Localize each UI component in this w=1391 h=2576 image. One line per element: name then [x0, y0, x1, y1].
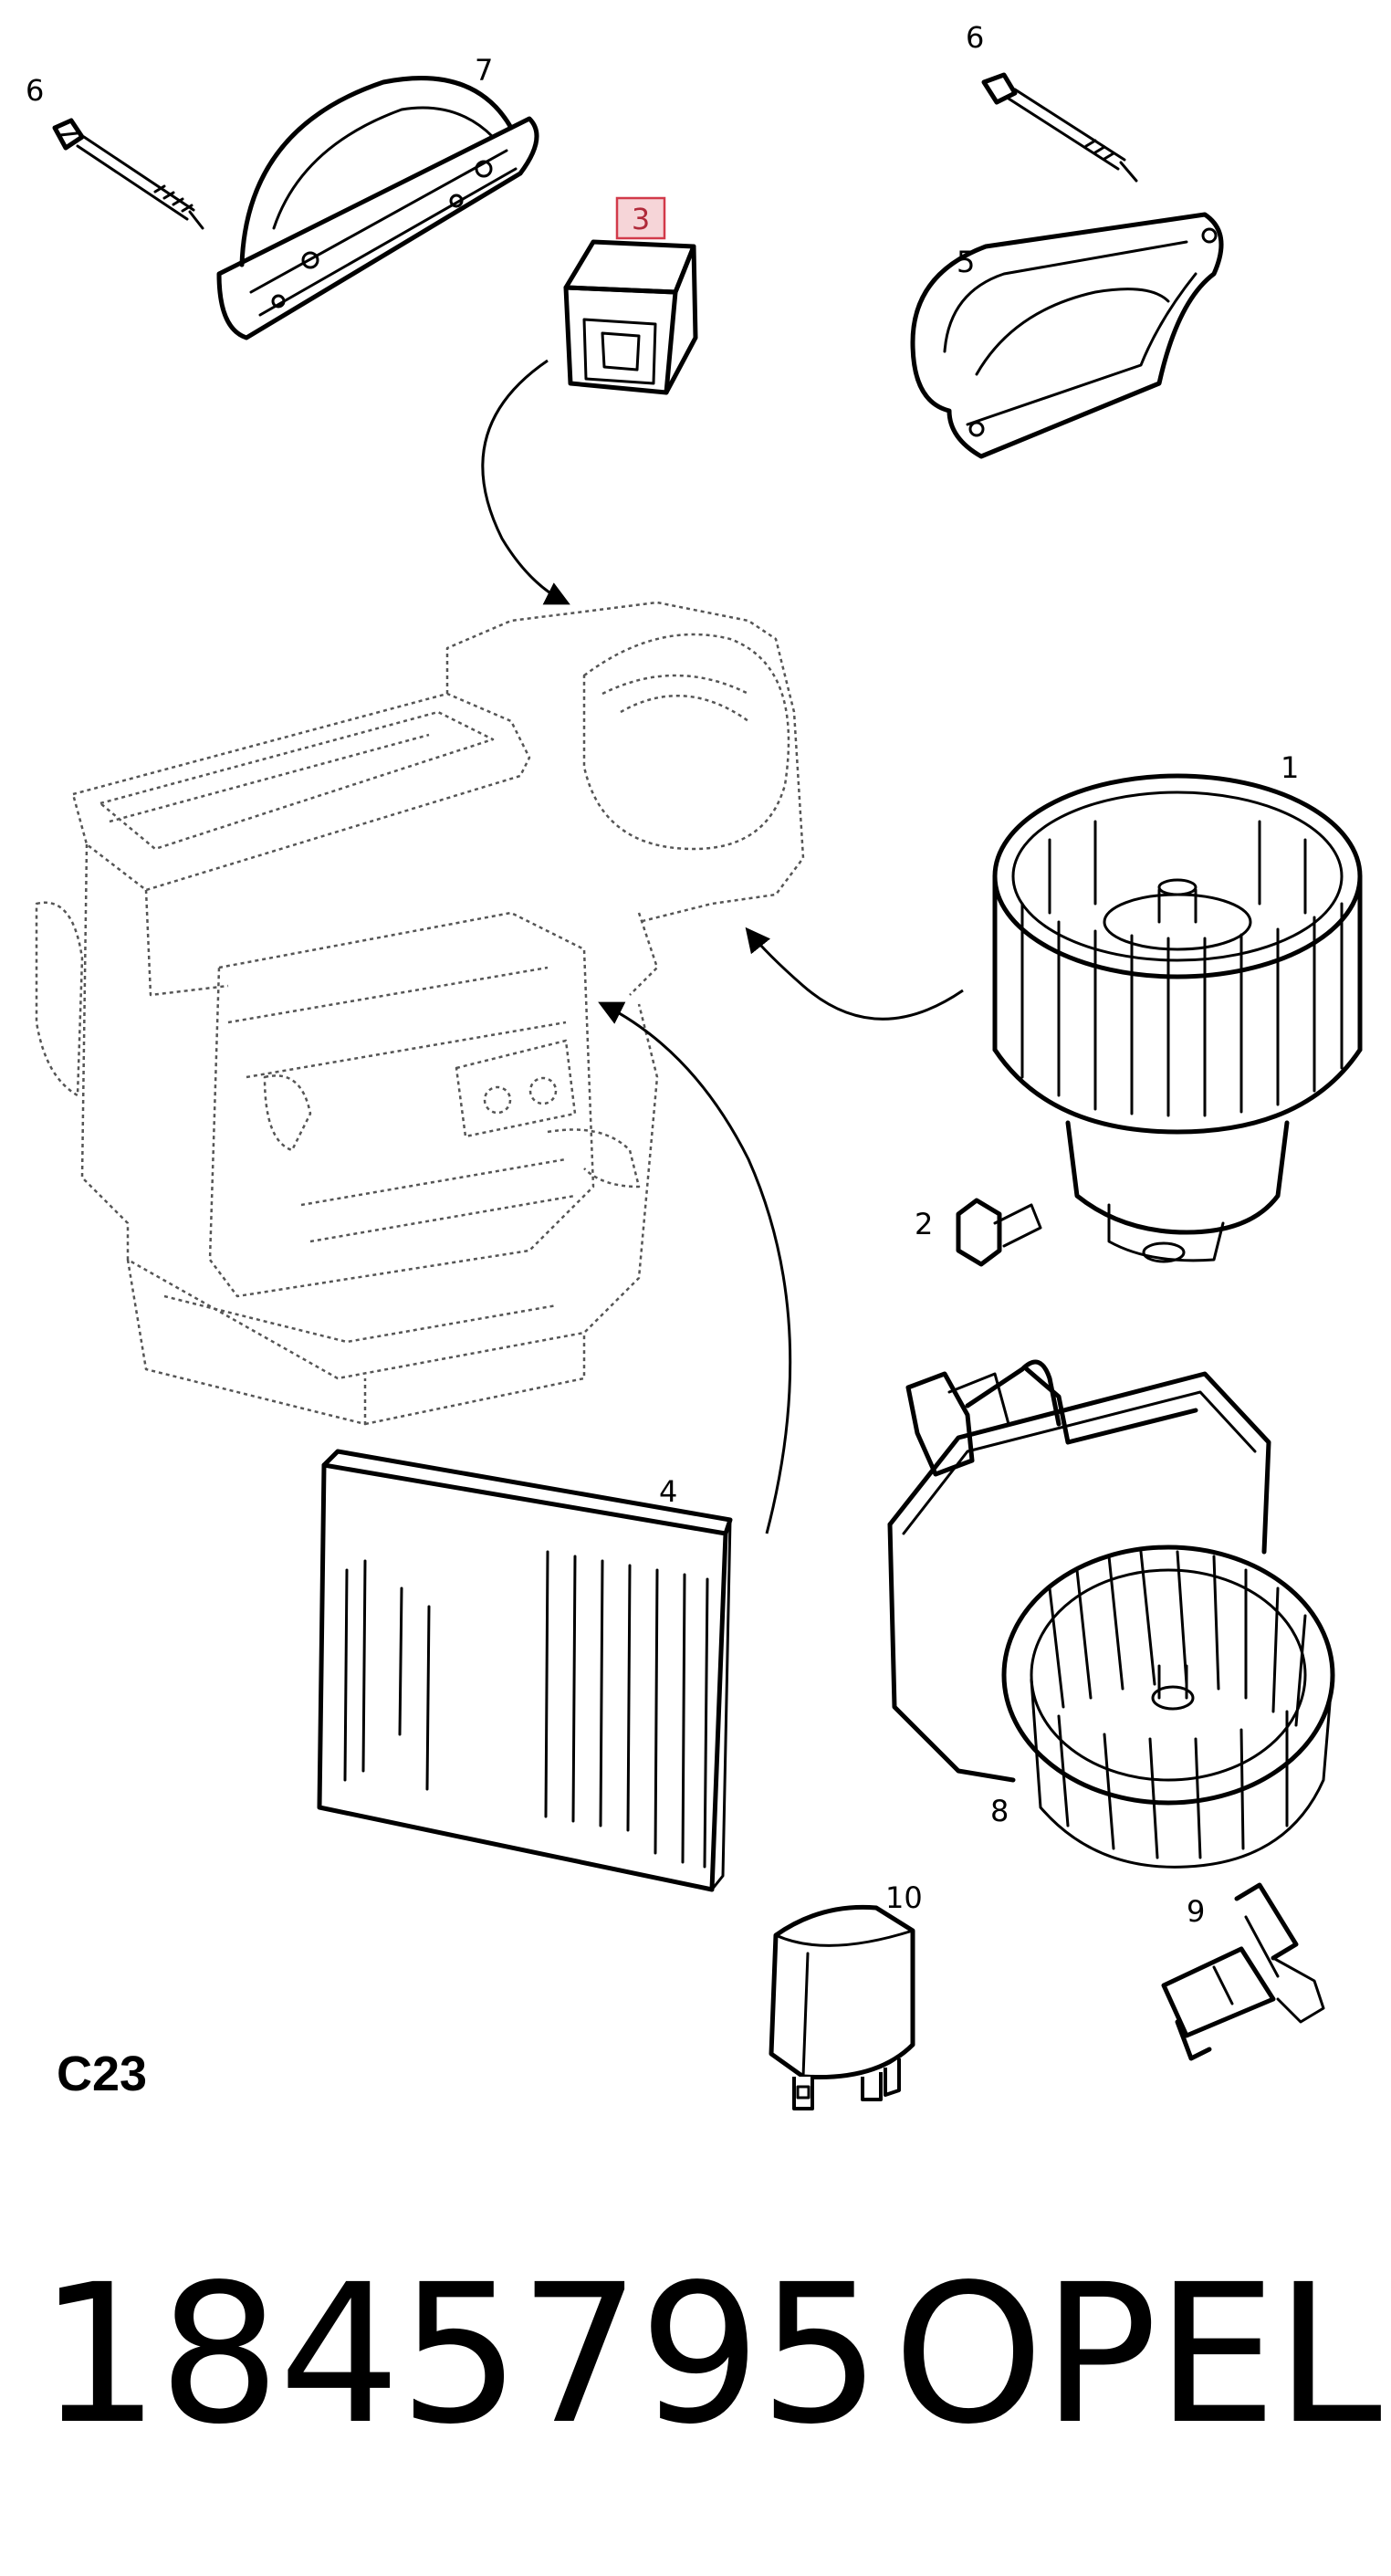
relay-part-10	[769, 1904, 915, 2110]
callout-6-right: 6	[966, 20, 984, 55]
cabin-filter-part-4	[317, 1449, 733, 1892]
blower-assembly-part-8	[887, 1359, 1335, 1869]
callout-1: 1	[1281, 750, 1299, 785]
callout-4: 4	[659, 1474, 677, 1509]
callout-7: 7	[475, 53, 493, 88]
part-number-bar: 1845795 OPEL	[38, 2236, 1382, 2474]
callout-3: 3	[632, 202, 650, 236]
callout-6-left: 6	[26, 73, 44, 108]
resistor-part-3	[563, 239, 698, 395]
blower-wheel-part-1	[992, 773, 1363, 1263]
callout-9: 9	[1187, 1894, 1205, 1929]
clip-part-9	[1161, 1882, 1325, 2061]
callout-2: 2	[915, 1207, 933, 1241]
heater-housing	[35, 601, 805, 1426]
screw-part-6-right	[981, 72, 1138, 183]
bolt-part-2	[956, 1198, 1042, 1267]
callout-5: 5	[957, 245, 975, 279]
brand-name: OPEL	[893, 2243, 1382, 2466]
diagram-code: C23	[57, 2047, 147, 2101]
callout-10: 10	[885, 1880, 923, 1915]
vent-cover-part-5	[910, 212, 1224, 459]
vent-cover-part-7	[216, 76, 539, 340]
callout-3-highlight	[615, 196, 666, 240]
screw-part-6-left	[52, 118, 204, 230]
callout-8: 8	[990, 1794, 1009, 1828]
part-number: 1845795	[38, 2243, 881, 2466]
